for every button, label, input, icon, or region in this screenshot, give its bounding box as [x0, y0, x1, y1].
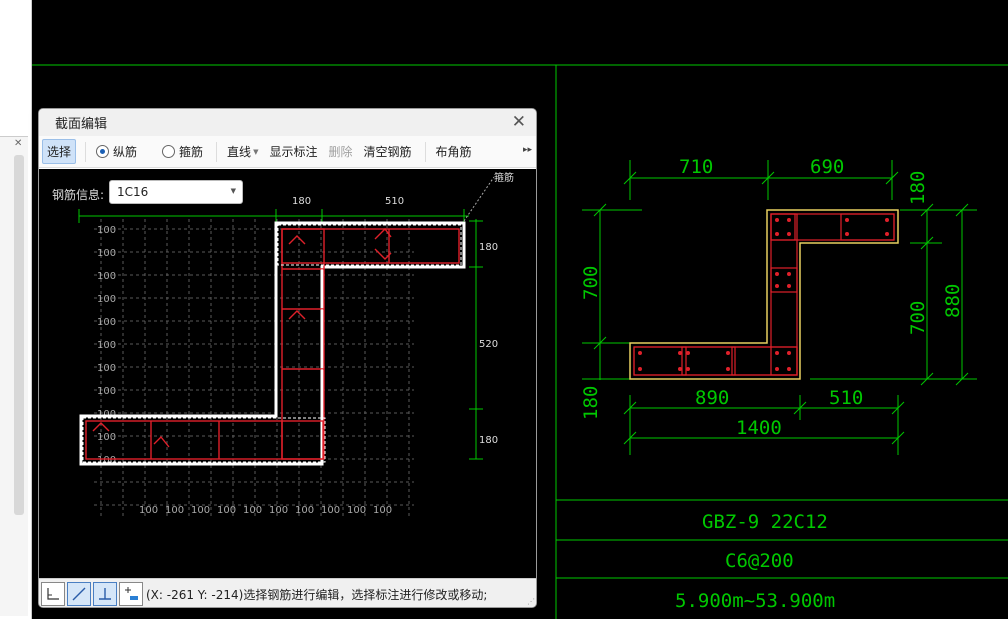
dim-right-520: 520 [479, 339, 498, 350]
radio-icon [162, 145, 176, 158]
dim-right-total: 880 [942, 284, 964, 318]
longitudinal-radio[interactable]: 纵筋 [92, 140, 141, 163]
rebar-info-select[interactable]: 1C16 ▼ [109, 180, 243, 204]
table-stirrup: C6@200 [725, 550, 794, 572]
grid-label: 100 [269, 505, 288, 516]
corner-rebar-button[interactable]: 布角筋 [435, 145, 472, 159]
grid-label: 100 [373, 505, 392, 516]
table-id: GBZ-9 22C12 [702, 511, 828, 533]
dim-bottom-left: 890 [695, 387, 729, 409]
add-dim-button[interactable] [119, 582, 143, 606]
line-icon [72, 587, 86, 601]
dim-left-small: 180 [580, 386, 602, 420]
status-text: (X: -261 Y: -214)选择钢筋进行编辑，选择标注进行修改或移动; [146, 587, 488, 602]
radio-selected-icon [96, 145, 110, 158]
snap-perpendicular-button[interactable] [93, 582, 117, 606]
grid-label: 100 [97, 340, 116, 351]
section-edit-dialog: 截面编辑 ✕ 选择 纵筋 箍筋 直线▼ 显示标注 删除 清空钢筋 布角筋 ▸▸ [38, 108, 537, 608]
rebar-info-value: 1C16 [117, 185, 149, 199]
corner-icon [47, 588, 59, 600]
scrollbar[interactable] [14, 155, 24, 515]
show-dims-button[interactable]: 显示标注 [269, 145, 318, 159]
dialog-title: 截面编辑 [55, 117, 108, 132]
grid-label: 100 [97, 248, 116, 259]
grid-label: 100 [243, 505, 262, 516]
snap-corner-button[interactable] [41, 582, 65, 606]
dialog-titlebar[interactable]: 截面编辑 ✕ [39, 109, 536, 136]
dim-bottom-total: 1400 [736, 417, 782, 439]
grid-label: 100 [97, 271, 116, 282]
close-icon[interactable]: ✕ [511, 112, 526, 132]
grid-label: 100 [217, 505, 236, 516]
close-icon[interactable]: ✕ [14, 138, 23, 149]
status-bar: (X: -261 Y: -214)选择钢筋进行编辑，选择标注进行修改或移动; ⋰ [39, 578, 536, 607]
side-panel: ✕ [0, 0, 32, 619]
dim-top-510: 510 [385, 196, 404, 207]
section-drawing: 100 100 100 100 100 100 100 100 100 100 … [78, 171, 514, 519]
grid-label: 100 [97, 225, 116, 236]
grid-label: 100 [165, 505, 184, 516]
delete-button[interactable]: 删除 [328, 145, 353, 159]
stirrup-label: 箍筋 [179, 145, 204, 159]
grid-label: 100 [97, 432, 116, 443]
grid-label: 100 [97, 455, 116, 466]
toolbar-separator [424, 141, 426, 162]
snap-line-button[interactable] [67, 582, 91, 606]
grid-label: 100 [97, 317, 116, 328]
grid-label: 100 [97, 363, 116, 374]
dim-right-small: 180 [907, 171, 929, 205]
perpendicular-icon [99, 588, 111, 600]
chevron-down-icon: ▼ [253, 148, 259, 156]
dim-top-180: 180 [292, 196, 311, 207]
dim-top-left: 710 [679, 156, 713, 178]
resize-grip-icon[interactable]: ⋰ [527, 597, 535, 606]
rebar-info-label: 钢筋信息: [52, 188, 105, 202]
line-dropdown[interactable]: 直线▼ [223, 140, 262, 163]
select-button[interactable]: 选择 [42, 139, 77, 164]
clear-rebar-button[interactable]: 清空钢筋 [363, 145, 412, 159]
dim-right-180b: 180 [479, 435, 498, 446]
chevron-down-icon: ▼ [230, 187, 236, 195]
dim-bottom-right: 510 [829, 387, 863, 409]
dim-right-mid: 700 [907, 301, 929, 335]
dim-right-180: 180 [479, 242, 498, 253]
toolbar-separator [216, 141, 218, 162]
add-dimension-icon [125, 587, 138, 600]
dialog-toolbar: 选择 纵筋 箍筋 直线▼ 显示标注 删除 清空钢筋 布角筋 ▸▸ [39, 136, 536, 168]
table-elevation: 5.900m~53.900m [675, 590, 835, 612]
cad-canvas[interactable]: 710 690 890 510 1400 700 180 180 700 880… [32, 0, 1008, 619]
longitudinal-label: 纵筋 [113, 145, 138, 159]
stirrup-callout: 箍筋 [494, 171, 514, 184]
cad-drawing: 710 690 890 510 1400 700 180 180 700 880… [32, 64, 1008, 619]
grid-label: 100 [97, 386, 116, 397]
stirrup-radio[interactable]: 箍筋 [158, 140, 207, 163]
grid-label: 100 [191, 505, 210, 516]
grid-label: 100 [97, 294, 116, 305]
grid-label: 100 [347, 505, 366, 516]
dim-top-right: 690 [810, 156, 844, 178]
more-icon[interactable]: ▸▸ [522, 145, 532, 155]
grid-label: 100 [321, 505, 340, 516]
grid-label: 100 [139, 505, 158, 516]
line-label: 直线 [227, 145, 252, 159]
section-canvas[interactable]: 100 100 100 100 100 100 100 100 100 100 … [39, 169, 536, 578]
toolbar-separator [85, 141, 87, 162]
dim-left-height: 700 [580, 266, 602, 300]
grid-label: 100 [295, 505, 314, 516]
